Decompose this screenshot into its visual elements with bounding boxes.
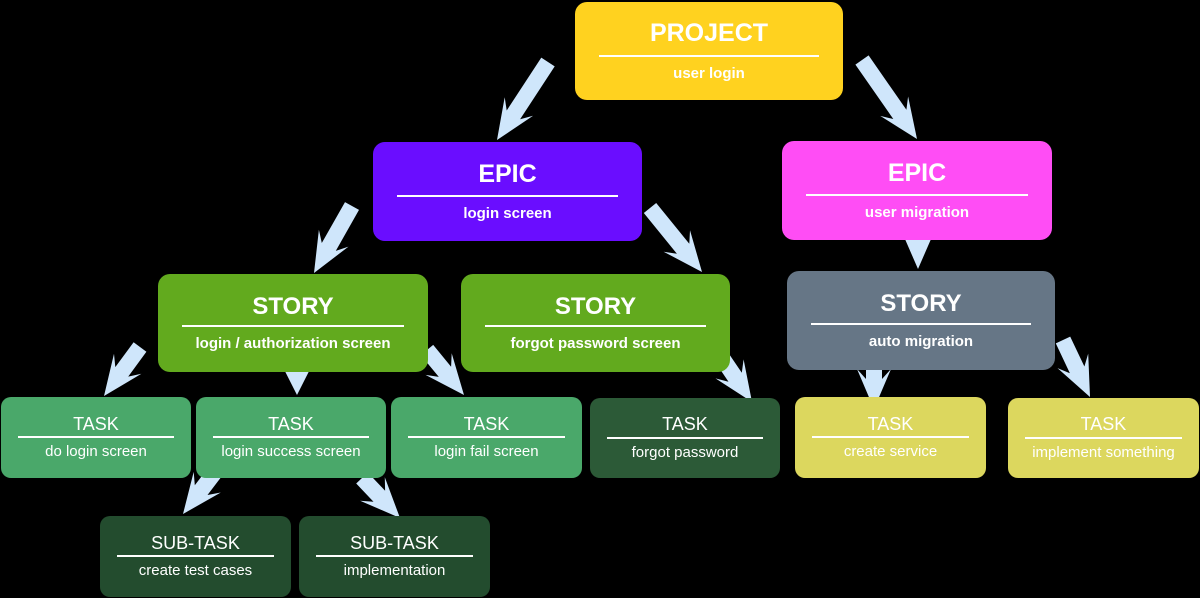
arrow-project-to-epic-login: [497, 57, 555, 140]
node-title: STORY: [811, 291, 1031, 325]
node-title: EPIC: [806, 160, 1028, 197]
epic-node-login-screen: EPIC login screen: [373, 142, 642, 241]
task-node-implement-something: TASK implement something: [1008, 398, 1199, 478]
node-title: EPIC: [397, 161, 618, 198]
node-subtitle: auto migration: [868, 332, 974, 350]
story-node-login-authorization: STORY login / authorization screen: [158, 274, 428, 372]
node-title: STORY: [182, 294, 404, 328]
project-node: PROJECT user login: [575, 2, 843, 100]
arrow-story-login-to-task-login-fail: [420, 344, 464, 395]
epic-node-user-migration: EPIC user migration: [782, 141, 1052, 240]
node-subtitle: login fail screen: [434, 443, 539, 461]
node-title: SUB-TASK: [316, 533, 473, 558]
task-node-forgot-password: TASK forgot password: [590, 398, 780, 478]
node-subtitle: create test cases: [138, 562, 253, 580]
arrow-story-login-to-task-do-login: [104, 342, 147, 396]
arrow-project-to-epic-migration: [855, 55, 917, 139]
node-subtitle: forgot password: [631, 443, 739, 461]
arrow-epic-login-to-story-forgot: [643, 203, 702, 272]
node-subtitle: create service: [843, 443, 938, 461]
arrow-epic-login-to-story-login: [314, 202, 359, 273]
story-node-auto-migration: STORY auto migration: [787, 271, 1055, 370]
node-title: PROJECT: [599, 20, 819, 57]
node-title: TASK: [18, 414, 174, 439]
node-subtitle: implementation: [343, 562, 446, 580]
task-node-login-fail-screen: TASK login fail screen: [391, 397, 582, 478]
node-title: TASK: [1025, 415, 1182, 439]
node-subtitle: login screen: [463, 205, 552, 223]
arrow-story-login-to-task-login-success: [280, 357, 314, 395]
arrow-task-success-to-subtask-implementation: [356, 472, 400, 518]
arrow-epic-migration-to-story-auto: [901, 222, 935, 269]
node-subtitle: implement something: [1032, 443, 1175, 461]
subtask-node-implementation: SUB-TASK implementation: [299, 516, 490, 597]
node-title: TASK: [408, 414, 565, 439]
node-title: TASK: [812, 414, 969, 439]
arrow-story-auto-to-task-create-service: [857, 358, 891, 409]
task-node-do-login-screen: TASK do login screen: [1, 397, 191, 478]
node-subtitle: login / authorization screen: [195, 335, 391, 353]
task-node-login-success-screen: TASK login success screen: [196, 397, 386, 478]
node-subtitle: user login: [673, 64, 745, 82]
story-node-forgot-password: STORY forgot password screen: [461, 274, 730, 372]
node-subtitle: login success screen: [221, 443, 361, 461]
subtask-node-create-test-cases: SUB-TASK create test cases: [100, 516, 291, 597]
arrow-story-auto-to-task-implement: [1055, 336, 1090, 397]
node-title: SUB-TASK: [117, 533, 274, 558]
node-subtitle: do login screen: [45, 443, 147, 461]
node-title: TASK: [213, 414, 369, 439]
task-node-create-service: TASK create service: [795, 397, 986, 478]
node-title: TASK: [607, 415, 763, 439]
node-subtitle: forgot password screen: [510, 335, 681, 353]
node-subtitle: user migration: [864, 204, 970, 222]
arrow-task-success-to-subtask-test-cases: [183, 467, 222, 514]
node-title: STORY: [485, 294, 706, 328]
